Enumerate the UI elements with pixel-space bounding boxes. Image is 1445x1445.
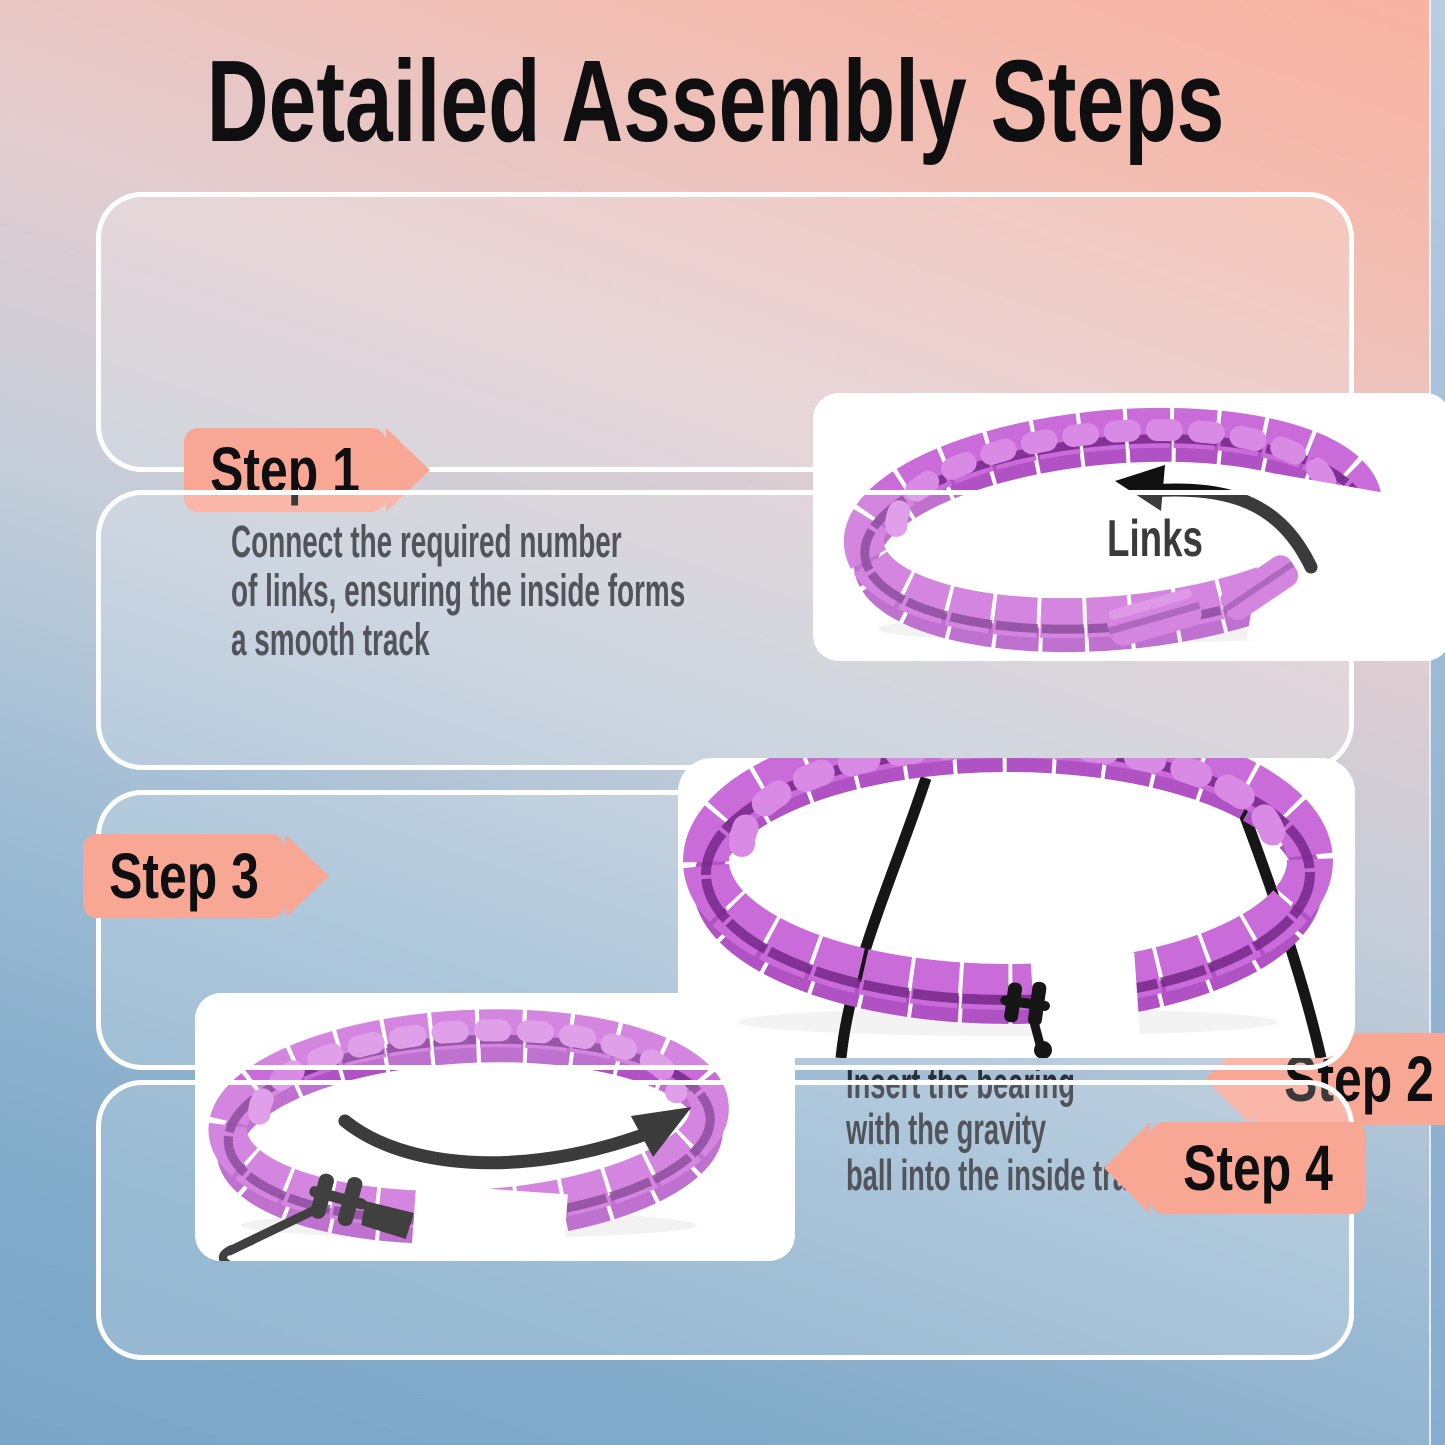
curved-arrow-icon [338, 1107, 692, 1170]
rope [1029, 1017, 1052, 1058]
right-edge-strip [1429, 0, 1445, 1445]
step-3-label: Step 3 [109, 840, 259, 912]
step-4-tag: Step 4 [1104, 1122, 1366, 1214]
hoop-bearing-illustration [208, 1009, 729, 1261]
bearing-clip [361, 1201, 414, 1239]
loose-link-piece [1220, 555, 1299, 620]
step-3-image [678, 758, 1355, 1058]
bearing [1000, 981, 1050, 1026]
page-title: Detailed Assembly Steps [206, 36, 1225, 166]
step-2-card: Step 2 Insert the bearing with the gravi… [96, 490, 1445, 1261]
rope [218, 1204, 322, 1261]
step-2-image [195, 993, 795, 1261]
hoop-ring [683, 758, 1333, 1024]
step-1-text: Connect the required number of links, en… [231, 516, 686, 665]
open-hoop-illustration: Links [843, 407, 1445, 661]
loose-link-piece [1106, 588, 1202, 646]
hoop-joining-illustration [683, 758, 1333, 1058]
step-1-card: Links Step 1 Connect the required number… [96, 192, 1445, 664]
step-3-tag: Step 3 [83, 834, 329, 918]
step-4-label: Step 4 [1183, 1132, 1333, 1204]
links-label: Links [1107, 510, 1203, 568]
